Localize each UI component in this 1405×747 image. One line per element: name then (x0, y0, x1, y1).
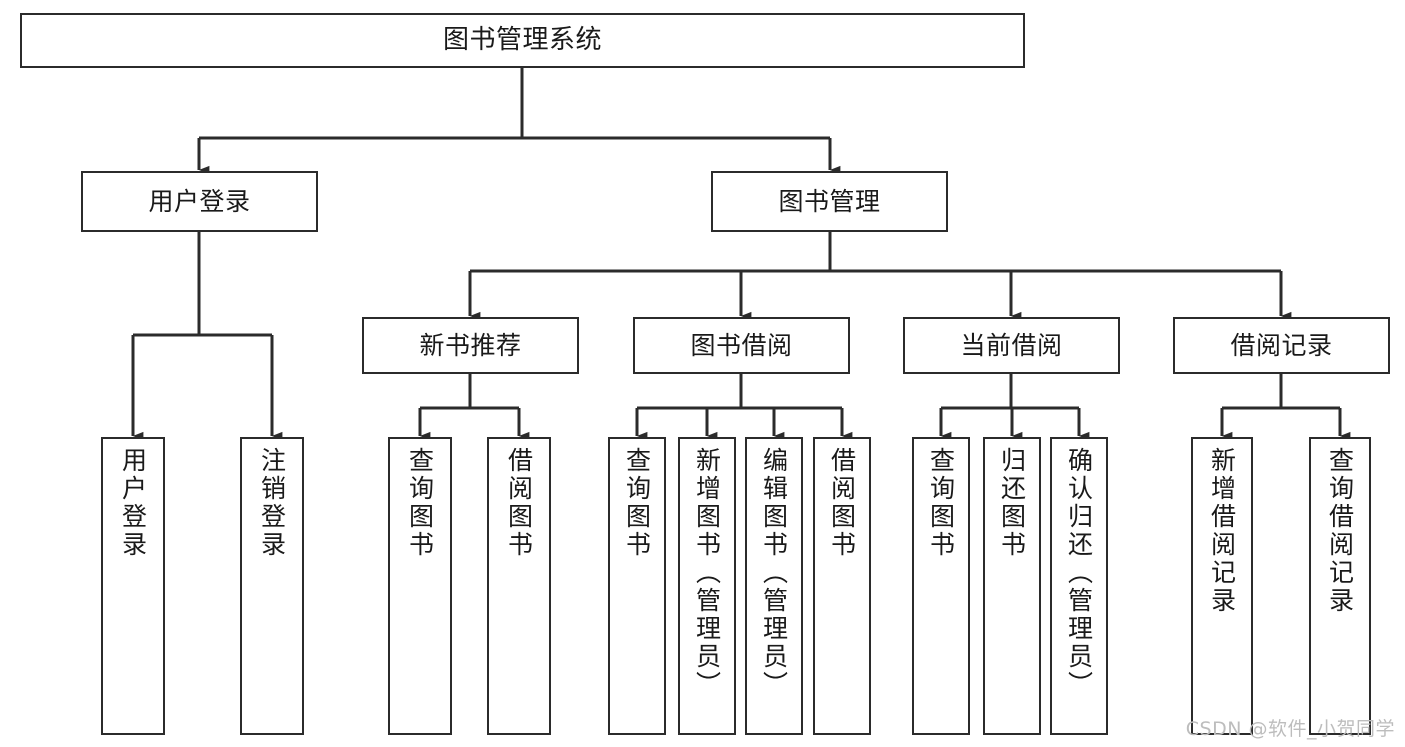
node-leaf-query-book-3-label: 查询图书 (926, 447, 956, 559)
node-leaf-user-login[interactable]: 用户登录 (101, 437, 165, 735)
node-borrow-record-label: 借阅记录 (1230, 330, 1333, 360)
node-book-manage[interactable]: 图书管理 (711, 171, 948, 232)
node-leaf-add-record[interactable]: 新增借阅记录 (1191, 437, 1253, 735)
node-leaf-return-book[interactable]: 归还图书 (983, 437, 1041, 735)
node-leaf-query-record[interactable]: 查询借阅记录 (1309, 437, 1371, 735)
node-leaf-confirm-return-label: 确认归还（管理员） (1064, 447, 1094, 699)
node-root-label: 图书管理系统 (442, 25, 602, 56)
node-leaf-query-book-2-label: 查询图书 (622, 447, 652, 559)
node-leaf-borrow-book-1-label: 借阅图书 (504, 447, 534, 559)
watermark-text: CSDN @软件_小贺同学 (1185, 718, 1395, 740)
node-leaf-query-book-1-label: 查询图书 (405, 447, 435, 559)
node-leaf-query-book-2[interactable]: 查询图书 (608, 437, 666, 735)
node-user-login[interactable]: 用户登录 (81, 171, 318, 232)
node-book-manage-label: 图书管理 (778, 186, 881, 216)
node-book-borrow[interactable]: 图书借阅 (633, 317, 850, 374)
node-leaf-confirm-return[interactable]: 确认归还（管理员） (1050, 437, 1108, 735)
node-leaf-query-record-label: 查询借阅记录 (1325, 447, 1355, 615)
node-current-borrow-label: 当前借阅 (960, 330, 1063, 360)
node-leaf-add-record-label: 新增借阅记录 (1207, 447, 1237, 615)
node-user-login-label: 用户登录 (148, 186, 251, 216)
node-borrow-record[interactable]: 借阅记录 (1173, 317, 1390, 374)
node-leaf-query-book-1[interactable]: 查询图书 (388, 437, 452, 735)
node-leaf-borrow-book-2-label: 借阅图书 (827, 447, 857, 559)
node-current-borrow[interactable]: 当前借阅 (903, 317, 1120, 374)
node-new-book-recommend-label: 新书推荐 (419, 330, 522, 360)
node-leaf-return-book-label: 归还图书 (997, 447, 1027, 559)
node-leaf-query-book-3[interactable]: 查询图书 (912, 437, 970, 735)
node-root[interactable]: 图书管理系统 (20, 13, 1025, 68)
node-book-borrow-label: 图书借阅 (690, 330, 793, 360)
node-leaf-edit-book[interactable]: 编辑图书（管理员） (745, 437, 803, 735)
node-leaf-add-book[interactable]: 新增图书（管理员） (678, 437, 736, 735)
node-leaf-user-login-label: 用户登录 (118, 447, 148, 559)
node-leaf-user-logout-label: 注销登录 (257, 447, 287, 559)
node-leaf-borrow-book-1[interactable]: 借阅图书 (487, 437, 551, 735)
node-new-book-recommend[interactable]: 新书推荐 (362, 317, 579, 374)
node-leaf-borrow-book-2[interactable]: 借阅图书 (813, 437, 871, 735)
node-leaf-edit-book-label: 编辑图书（管理员） (759, 447, 789, 699)
node-leaf-add-book-label: 新增图书（管理员） (692, 447, 722, 699)
node-leaf-user-logout[interactable]: 注销登录 (240, 437, 304, 735)
